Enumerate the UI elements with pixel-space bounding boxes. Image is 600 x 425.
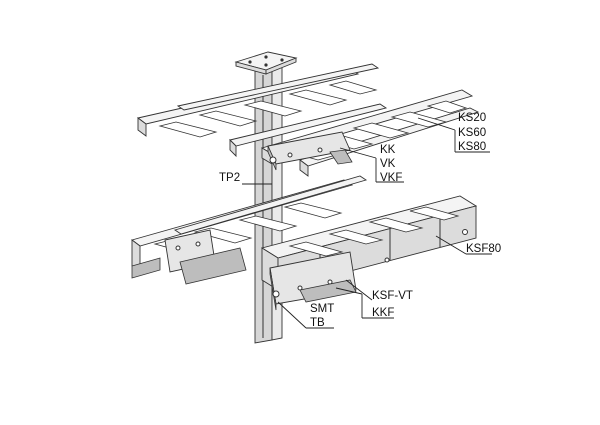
label-ksf-vt: KSF-VT (372, 290, 413, 302)
label-smt: SMT (310, 303, 334, 315)
label-tb: TB (310, 317, 325, 329)
label-kkf: KKF (372, 307, 394, 319)
label-ks20: KS20 (458, 112, 486, 124)
upper-bracket (267, 131, 353, 171)
label-ks60: KS60 (458, 127, 486, 139)
upper-front-ladder (260, 89, 480, 177)
leader-lines (242, 117, 492, 329)
label-vk: VK (380, 158, 396, 170)
label-ks80: KS80 (458, 141, 486, 153)
label-kk: KK (380, 144, 396, 156)
label-tp2: TP2 (219, 172, 240, 184)
lower-back-ladder (131, 175, 368, 273)
label-vkf: VKF (380, 172, 402, 184)
label-ksf80: KSF80 (466, 243, 501, 255)
upper-back-ladder (136, 63, 388, 158)
lower-bracket (131, 247, 357, 311)
